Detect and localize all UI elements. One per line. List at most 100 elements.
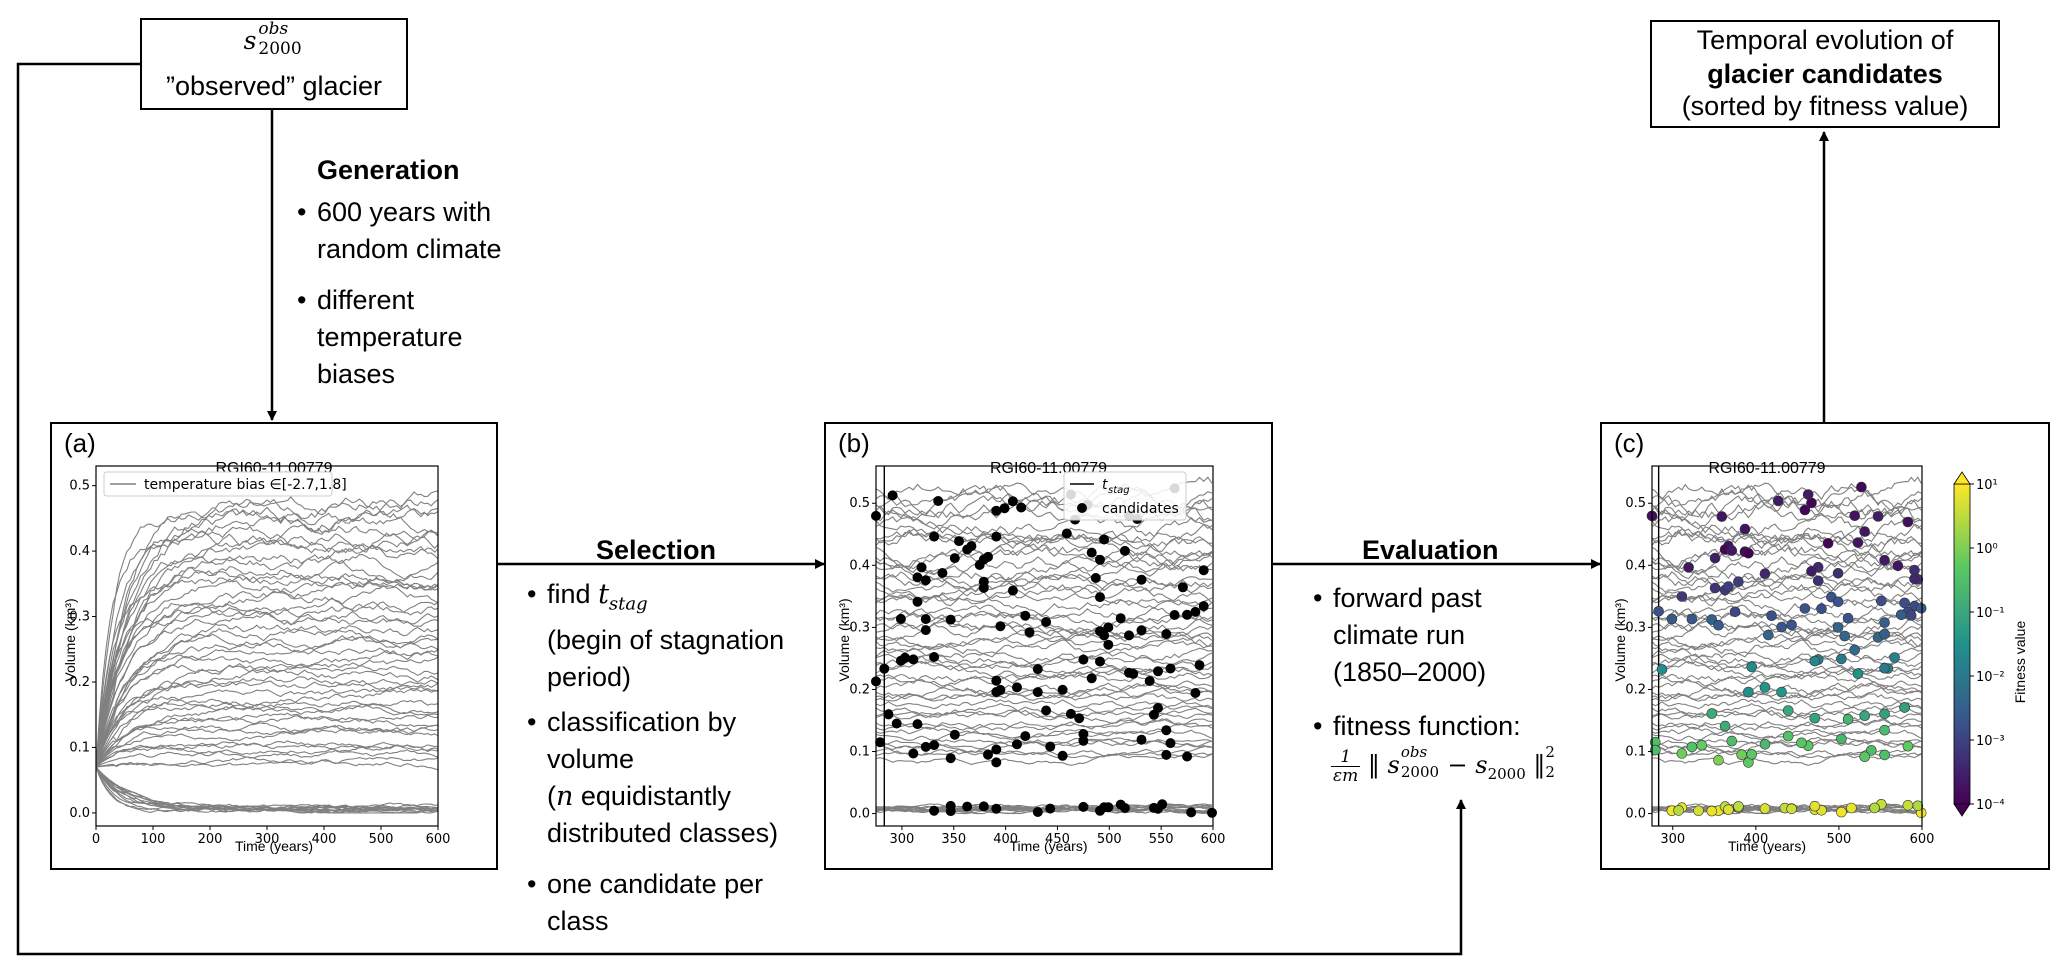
candidate-point bbox=[1148, 709, 1159, 720]
panel-a-ytick-label: 0.3 bbox=[69, 610, 90, 625]
svg-b-xtick-label: 550 bbox=[1149, 832, 1174, 847]
candidate-point bbox=[1799, 603, 1811, 614]
candidate-point bbox=[1776, 686, 1787, 698]
observed-feedback-arrow bbox=[16, 62, 1466, 956]
candidate-point bbox=[937, 568, 948, 578]
panel-b-xlabel: Time (years) bbox=[1009, 838, 1088, 854]
candidate-point bbox=[1709, 552, 1721, 564]
series-line bbox=[1651, 750, 1922, 760]
candidate-point bbox=[1099, 630, 1110, 641]
series-line bbox=[875, 618, 1213, 640]
series-line bbox=[875, 684, 1213, 702]
candidate-point bbox=[1865, 745, 1877, 756]
svg-b-candidates-group bbox=[871, 483, 1217, 818]
panel-a-xtick-label: 200 bbox=[198, 832, 223, 847]
series-line bbox=[875, 718, 1213, 731]
candidate-point bbox=[1007, 585, 1018, 596]
candidate-point bbox=[974, 560, 985, 570]
panel-a-frame bbox=[95, 465, 439, 827]
candidate-point bbox=[1816, 603, 1827, 615]
series-line bbox=[1651, 530, 1922, 569]
output-box: Temporal evolution of glacier candidates… bbox=[1650, 20, 2000, 128]
candidate-point bbox=[895, 613, 906, 624]
candidate-point bbox=[1902, 516, 1914, 528]
candidate-point bbox=[1809, 655, 1821, 667]
svg-c-ytick-label: 0.1 bbox=[1625, 745, 1646, 760]
candidate-point bbox=[945, 614, 956, 625]
candidate-point bbox=[1065, 708, 1076, 719]
svg-b-xtick-label: 350 bbox=[941, 832, 966, 847]
candidate-point bbox=[1198, 601, 1209, 612]
series-line bbox=[875, 530, 1213, 569]
panel-a-xtick-label: 100 bbox=[141, 832, 166, 847]
candidate-point bbox=[1856, 481, 1867, 493]
series-line bbox=[875, 687, 1213, 702]
series-line bbox=[1651, 562, 1922, 589]
panel-a-ytick-label: 0.1 bbox=[69, 740, 90, 755]
candidate-point bbox=[1852, 668, 1864, 680]
svg-c-xtick-label: 400 bbox=[1743, 832, 1768, 847]
svg-b-xtick-label: 300 bbox=[890, 832, 915, 847]
series-line bbox=[1651, 752, 1922, 766]
candidate-point bbox=[1693, 805, 1704, 817]
candidate-point bbox=[1899, 597, 1910, 609]
series-line bbox=[1651, 698, 1922, 711]
candidate-point bbox=[1012, 739, 1022, 750]
svg-c-series-group bbox=[1651, 476, 1922, 815]
candidate-point bbox=[1746, 661, 1757, 673]
candidate-point bbox=[1169, 610, 1180, 620]
series-line bbox=[95, 766, 438, 814]
svg-c-frame bbox=[1651, 465, 1923, 827]
candidate-point bbox=[991, 744, 1002, 755]
candidate-point bbox=[1709, 582, 1721, 594]
candidate-point bbox=[954, 536, 964, 547]
series-line bbox=[95, 688, 439, 768]
candidate-point bbox=[1086, 673, 1097, 684]
candidate-point bbox=[1057, 684, 1068, 695]
panel-c-label: (c) bbox=[1614, 428, 1645, 458]
colorbar-bottom-extend bbox=[1953, 803, 1971, 817]
candidate-point bbox=[929, 531, 940, 542]
frac-num: 1 bbox=[1331, 748, 1361, 767]
bullet-line: period) bbox=[547, 662, 632, 693]
candidate-point bbox=[1136, 625, 1147, 636]
candidate-point bbox=[1020, 731, 1031, 742]
candidate-point bbox=[1875, 595, 1887, 607]
series-line bbox=[875, 647, 1213, 664]
bullet-line: fitness function: bbox=[1333, 711, 1521, 741]
candidate-point bbox=[1653, 606, 1664, 617]
candidate-point bbox=[1759, 738, 1771, 750]
series-line bbox=[95, 490, 439, 768]
candidate-point bbox=[1136, 574, 1147, 585]
candidate-point bbox=[991, 531, 1002, 542]
series-line bbox=[1651, 540, 1922, 571]
candidate-point bbox=[1115, 613, 1126, 624]
series-line bbox=[1651, 489, 1922, 519]
candidate-point bbox=[1846, 802, 1857, 814]
candidate-point bbox=[1074, 713, 1085, 724]
colorbar-tick-label: 10⁰ bbox=[1976, 542, 1998, 557]
series-line bbox=[1651, 486, 1922, 530]
svg-c-xtick-label: 300 bbox=[1660, 832, 1685, 847]
bullet-text: equidistantly bbox=[573, 781, 731, 811]
candidate-point bbox=[1032, 687, 1043, 698]
panel-a-xtick-label: 0 bbox=[92, 832, 100, 847]
candidate-point bbox=[1859, 526, 1871, 537]
panel-a-xlabel: Time (years) bbox=[234, 838, 314, 854]
series-line bbox=[95, 649, 439, 768]
candidate-point bbox=[912, 596, 923, 607]
panel-a-ytick-label: 0.5 bbox=[69, 479, 90, 494]
series-line bbox=[1651, 618, 1922, 637]
series-line bbox=[95, 628, 439, 768]
series-line bbox=[95, 722, 439, 768]
candidate-point bbox=[916, 562, 927, 573]
candidate-point bbox=[1045, 803, 1056, 814]
candidate-point bbox=[1045, 741, 1056, 752]
series-line bbox=[1651, 528, 1922, 553]
series-line bbox=[1651, 684, 1922, 702]
candidate-point bbox=[908, 748, 919, 759]
series-line bbox=[95, 581, 439, 768]
bullet-line: (1850–2000) bbox=[1333, 657, 1487, 687]
svg-b-xtick-label: 500 bbox=[1097, 832, 1122, 847]
formula-s: s bbox=[1475, 751, 1488, 779]
